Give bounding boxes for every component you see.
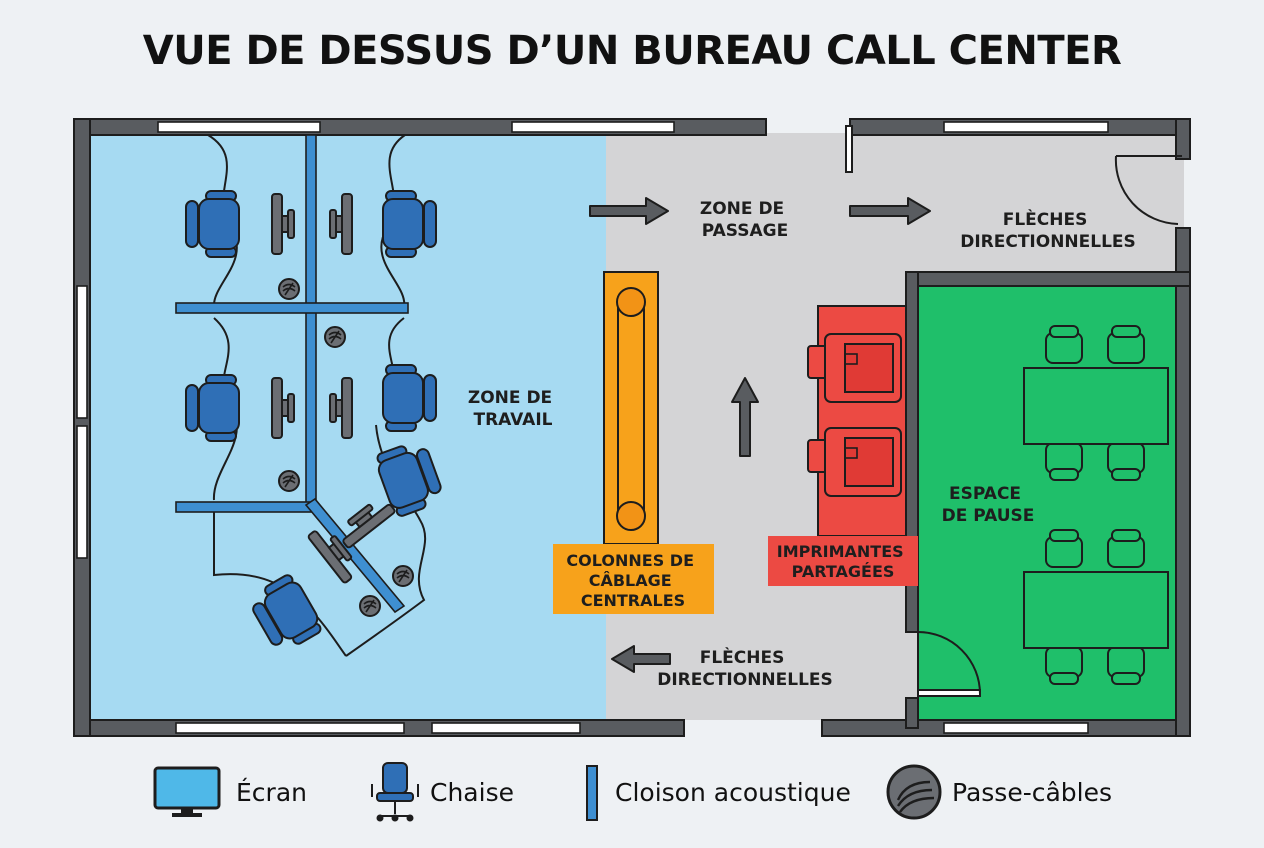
legend-item-cloison: Cloison acoustique xyxy=(586,765,851,821)
legend-label-cloison: Cloison acoustique xyxy=(615,778,851,807)
legend-label-chaise: Chaise xyxy=(430,778,514,807)
chair-icon xyxy=(371,762,419,822)
shared-printers xyxy=(807,305,907,537)
svg-text:COLONNES DE CÂBLAGE: COLONNES DE CÂBLAGE CENTRALES xyxy=(566,551,699,610)
svg-text:IMPRIMANTES PARTAGÉES: IMPRIMANTES PARTAGÉES xyxy=(777,542,910,581)
arrow-up-icon xyxy=(731,377,759,457)
windows xyxy=(76,121,1109,734)
legend-item-chaise: Chaise xyxy=(371,762,514,822)
arrow-right-icon xyxy=(589,197,669,225)
legend-item-ecran: Écran xyxy=(153,766,307,817)
monitor-icon xyxy=(153,766,221,817)
legend-item-passe-cables: Passe-câbles xyxy=(886,764,1112,820)
cable-column xyxy=(603,271,659,545)
break-room-door xyxy=(917,631,981,697)
legend-label-ecran: Écran xyxy=(236,778,307,807)
arrow-right-icon xyxy=(849,197,931,225)
direction-arrows xyxy=(589,197,931,673)
label-zone-travail: ZONE DE TRAVAIL xyxy=(468,388,558,430)
label-colonnes: COLONNES DE CÂBLAGE CENTRALES xyxy=(553,544,714,614)
zone-labels: ZONE DE PASSAGE FLÈCHES DIRECTIONNELLES … xyxy=(468,199,1136,690)
label-fleches-haut: FLÈCHES DIRECTIONNELLES xyxy=(960,208,1136,252)
arrow-left-icon xyxy=(611,645,671,673)
cable-grommet-icon xyxy=(886,764,942,820)
break-tables xyxy=(1023,325,1169,685)
partition-icon xyxy=(586,765,598,821)
legend-label-passe-cables: Passe-câbles xyxy=(952,778,1112,807)
entry-door xyxy=(845,125,1182,225)
label-zone-passage: ZONE DE PASSAGE xyxy=(700,199,790,241)
page-title: VUE DE DESSUS D’UN BUREAU CALL CENTER xyxy=(142,28,1122,74)
acoustic-partitions xyxy=(175,134,409,614)
label-fleches-bas: FLÈCHES DIRECTIONNELLES xyxy=(657,646,833,690)
label-imprimantes: IMPRIMANTES PARTAGÉES xyxy=(768,536,918,586)
legend: Écran Chaise Cloison acoustiqu xyxy=(153,762,1112,822)
label-espace-pause: ESPACE DE PAUSE xyxy=(942,484,1035,526)
